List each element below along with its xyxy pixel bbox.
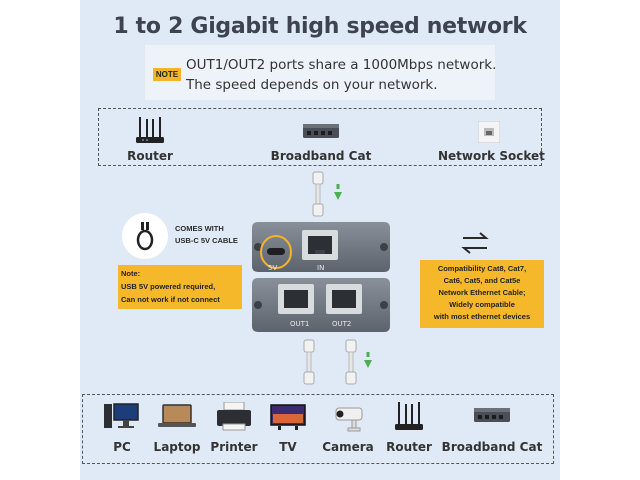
ethernet-cable-icon [312,171,342,217]
bottom-device-label-laptop: Laptop [153,440,201,454]
security-camera-icon [335,407,363,432]
note-box [145,45,495,100]
printer-icon [217,402,251,431]
network-switch-icon [474,408,510,422]
compatibility-box [420,260,544,328]
compat-line-5: with most ethernet devices [433,312,531,321]
cable-info-line-1: COMES WITH [175,224,224,233]
usb-c-cable-icon [122,213,168,259]
network-socket-icon [478,121,500,143]
power-note-line-3: Can not work if not connect [121,295,220,304]
bottom-devices-box [82,394,554,464]
note-line-1: OUT1/OUT2 ports share a 1000Mbps network… [186,57,497,73]
compat-line-1: Compatibility Cat8, Cat7, [437,264,527,273]
compat-line-2: Cat6, Cat5, and Cat5e [443,276,521,285]
power-note-line-2: USB 5V powered required, [121,282,216,291]
bottom-device-label-pc: PC [113,440,131,454]
bottom-device-label-camera: Camera [322,440,374,454]
note-line-2: The speed depends on your network. [186,77,438,93]
bottom-device-label-broadband: Broadband Cat [441,440,543,454]
port-label-in: IN [317,264,325,272]
port-label-out2: OUT2 [332,320,352,328]
top-device-label-socket: Network Socket [438,149,545,163]
top-device-label-router: Router [127,149,173,163]
power-note-line-1: Note: [121,269,141,278]
bottom-device-label-router: Router [386,440,432,454]
laptop-icon [158,404,196,427]
router-icon [136,117,164,143]
tv-icon [270,404,306,430]
top-devices-box [98,108,542,166]
page-title: 1 to 2 Gigabit high speed network [113,14,527,39]
bottom-device-label-tv: TV [279,440,297,454]
compat-line-4: Widely compatible [449,300,515,309]
exchange-arrows-icon [461,232,489,254]
network-switch-icon [303,124,339,138]
compat-line-3: Network Ethernet Cable; [438,288,526,297]
pc-icon [104,403,139,428]
top-device-label-broadband: Broadband Cat [270,149,372,163]
router-icon [395,402,423,430]
port-label-5v: 5V [268,264,278,272]
cable-info-line-2: USB-C 5V CABLE [175,236,238,245]
bottom-device-label-printer: Printer [210,440,258,454]
ethernet-cables-bottom-icon [303,339,372,385]
power-note-box [118,265,242,309]
splitter-device [252,222,390,332]
note-tag: NOTE [153,68,181,81]
port-label-out1: OUT1 [290,320,310,328]
